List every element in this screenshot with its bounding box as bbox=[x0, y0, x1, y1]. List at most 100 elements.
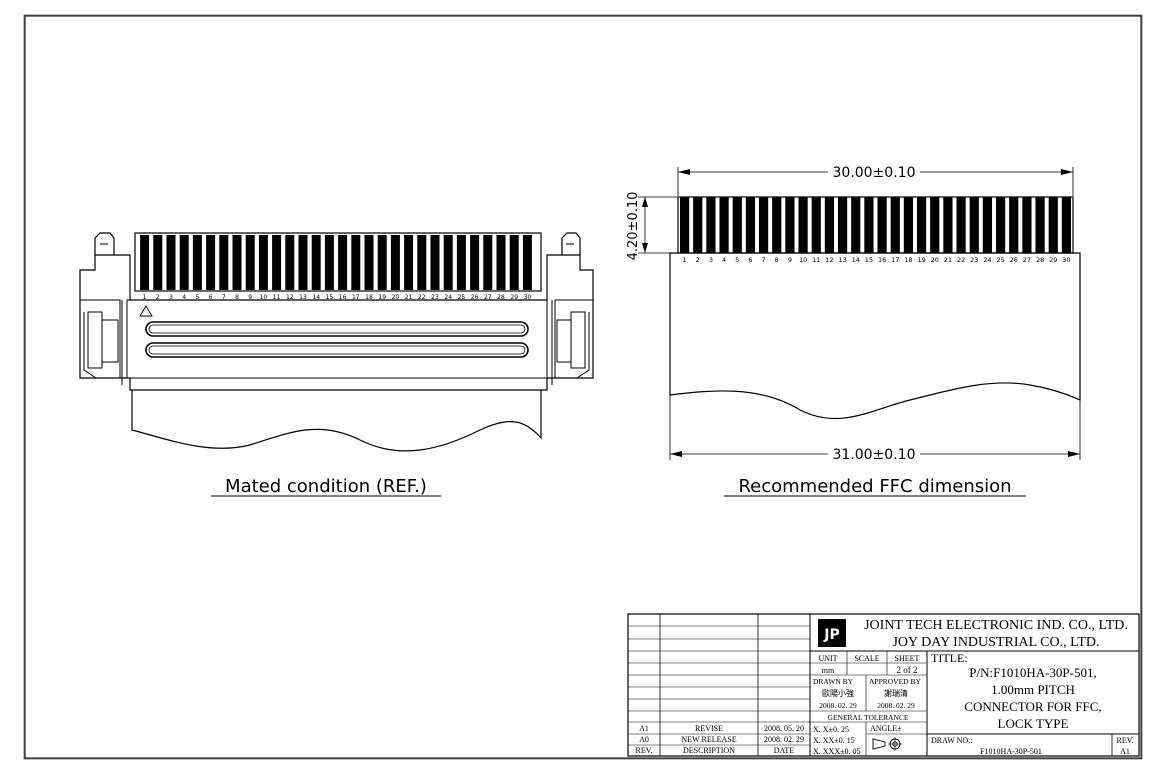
mated-contact bbox=[430, 235, 440, 290]
mated-contact bbox=[192, 235, 202, 290]
mated-pin-number: 15 bbox=[326, 294, 334, 301]
revision-table: A1 REVISE 2008. 05. 20 A0 NEW RELEASE 20… bbox=[628, 614, 811, 756]
company-logo: JP bbox=[818, 619, 846, 647]
company-name-2: JOY DAY INDUSTRIAL CO., LTD. bbox=[892, 635, 1099, 650]
mated-contact bbox=[338, 235, 348, 290]
rev-row-1-date: 2008. 05. 20 bbox=[764, 724, 804, 733]
ffc-contact bbox=[1048, 197, 1058, 253]
mated-pin-number: 13 bbox=[299, 294, 307, 301]
rev-header-date: DATE bbox=[774, 746, 795, 755]
rev-row-1-description: REVISE bbox=[695, 724, 723, 733]
pin1-marker-icon bbox=[139, 305, 153, 317]
mated-pin-number: 20 bbox=[392, 294, 400, 301]
ffc-contact bbox=[811, 197, 821, 253]
mated-contact bbox=[390, 235, 400, 290]
mated-pin-number: 9 bbox=[248, 294, 252, 301]
ffc-pin-number: 24 bbox=[983, 256, 991, 264]
general-tolerance-label: GENERAL TOLERANCE bbox=[828, 713, 909, 722]
ffc-contact bbox=[943, 197, 953, 253]
mated-contact bbox=[443, 235, 453, 290]
mated-contact bbox=[483, 235, 493, 290]
mated-pin-number: 1 bbox=[143, 294, 147, 301]
ffc-contact bbox=[890, 197, 900, 253]
mated-contact bbox=[258, 235, 268, 290]
mated-pin-number: 26 bbox=[471, 294, 479, 301]
ffc-bottom-width-dimension: 31.00±0.10 bbox=[833, 447, 916, 463]
mated-contact bbox=[272, 235, 282, 290]
mated-pin-number: 7 bbox=[222, 294, 226, 301]
mated-contact bbox=[324, 235, 334, 290]
mated-pin-number: 12 bbox=[286, 294, 294, 301]
rev-header-rev: REV. bbox=[636, 746, 653, 755]
ffc-pin-number: 10 bbox=[799, 256, 807, 264]
ffc-contact bbox=[785, 197, 795, 253]
ffc-contact bbox=[837, 197, 848, 253]
ffc-pin-number: 4 bbox=[722, 256, 726, 264]
ffc-pin-number: 23 bbox=[970, 256, 978, 264]
draw-no-value: F1010HA-30P-501 bbox=[980, 747, 1042, 756]
mated-pin-number: 14 bbox=[312, 294, 320, 301]
recommended-ffc-caption: Recommended FFC dimension bbox=[738, 476, 1011, 497]
mated-pin-number: 4 bbox=[182, 294, 186, 301]
ffc-contact bbox=[903, 197, 914, 253]
mated-ffc-contacts bbox=[140, 235, 532, 290]
mated-pin-number: 3 bbox=[169, 294, 173, 301]
ffc-pin-number: 13 bbox=[838, 256, 846, 264]
ffc-pin-number: 7 bbox=[762, 256, 766, 264]
unit-value: mm bbox=[822, 666, 835, 675]
mated-contact bbox=[285, 235, 295, 290]
mated-contact bbox=[153, 235, 163, 290]
ffc-pin-number: 9 bbox=[788, 256, 792, 264]
ffc-contact bbox=[995, 197, 1006, 253]
mated-contact bbox=[140, 235, 150, 290]
mated-pin-number: 5 bbox=[195, 294, 199, 301]
ffc-pin-number: 2 bbox=[696, 256, 700, 264]
ffc-contact bbox=[732, 197, 742, 253]
title-block: A1 REVISE 2008. 05. 20 A0 NEW RELEASE 20… bbox=[627, 613, 1140, 757]
ffc-pin-number: 16 bbox=[878, 256, 886, 264]
logo-mark-icon: JP bbox=[823, 627, 839, 643]
ffc-top-width-dimension: 30.00±0.10 bbox=[833, 165, 916, 181]
rev-label: REV. bbox=[1117, 736, 1134, 745]
mated-contact bbox=[496, 235, 506, 290]
mated-contact bbox=[509, 235, 519, 290]
mated-pin-number: 10 bbox=[260, 294, 268, 301]
mated-pin-number: 19 bbox=[378, 294, 386, 301]
mated-pin-number: 18 bbox=[365, 294, 373, 301]
ffc-contact bbox=[679, 197, 690, 253]
rev-value: A1 bbox=[1120, 747, 1130, 756]
ffc-contact bbox=[772, 197, 782, 253]
title-label: TITLE: bbox=[931, 651, 968, 665]
mated-contact bbox=[206, 235, 216, 290]
ffc-contact bbox=[851, 197, 861, 253]
sheet-label: SHEET bbox=[895, 654, 920, 663]
sheet-value: 2 of 2 bbox=[897, 665, 918, 675]
ffc-pin-number: 22 bbox=[957, 256, 965, 264]
ffc-pin-number: 26 bbox=[1010, 256, 1018, 264]
ffc-pin-number: 8 bbox=[775, 256, 779, 264]
ffc-pin-number: 6 bbox=[748, 256, 752, 264]
company-name-1: JOINT TECH ELECTRONIC IND. CO., LTD. bbox=[864, 618, 1128, 633]
mated-pin-number: 22 bbox=[418, 294, 426, 301]
mated-contact bbox=[245, 235, 255, 290]
ffc-pin-number: 19 bbox=[917, 256, 925, 264]
ffc-contact bbox=[877, 197, 887, 253]
ffc-contact bbox=[706, 197, 716, 253]
ffc-contact bbox=[864, 197, 874, 253]
title-line-1: P/N:F1010HA-30P-501, bbox=[969, 665, 1097, 680]
ffc-pin-number: 15 bbox=[865, 256, 873, 264]
approved-by-label: APPROVED BY bbox=[869, 677, 921, 686]
ffc-contact bbox=[930, 197, 940, 253]
tolerance-xxx: X. XXX±0. 05 bbox=[813, 747, 861, 756]
title-line-4: LOCK TYPE bbox=[998, 716, 1069, 731]
mated-contact bbox=[377, 235, 387, 290]
draw-no-label: DRAW NO.: bbox=[931, 736, 972, 745]
ffc-pin-number: 17 bbox=[891, 256, 899, 264]
title-line-2: 1.00mm PITCH bbox=[991, 682, 1075, 697]
mated-contact bbox=[311, 235, 321, 290]
ffc-pin-number: 1 bbox=[683, 256, 687, 264]
sheet-border bbox=[24, 15, 1142, 759]
